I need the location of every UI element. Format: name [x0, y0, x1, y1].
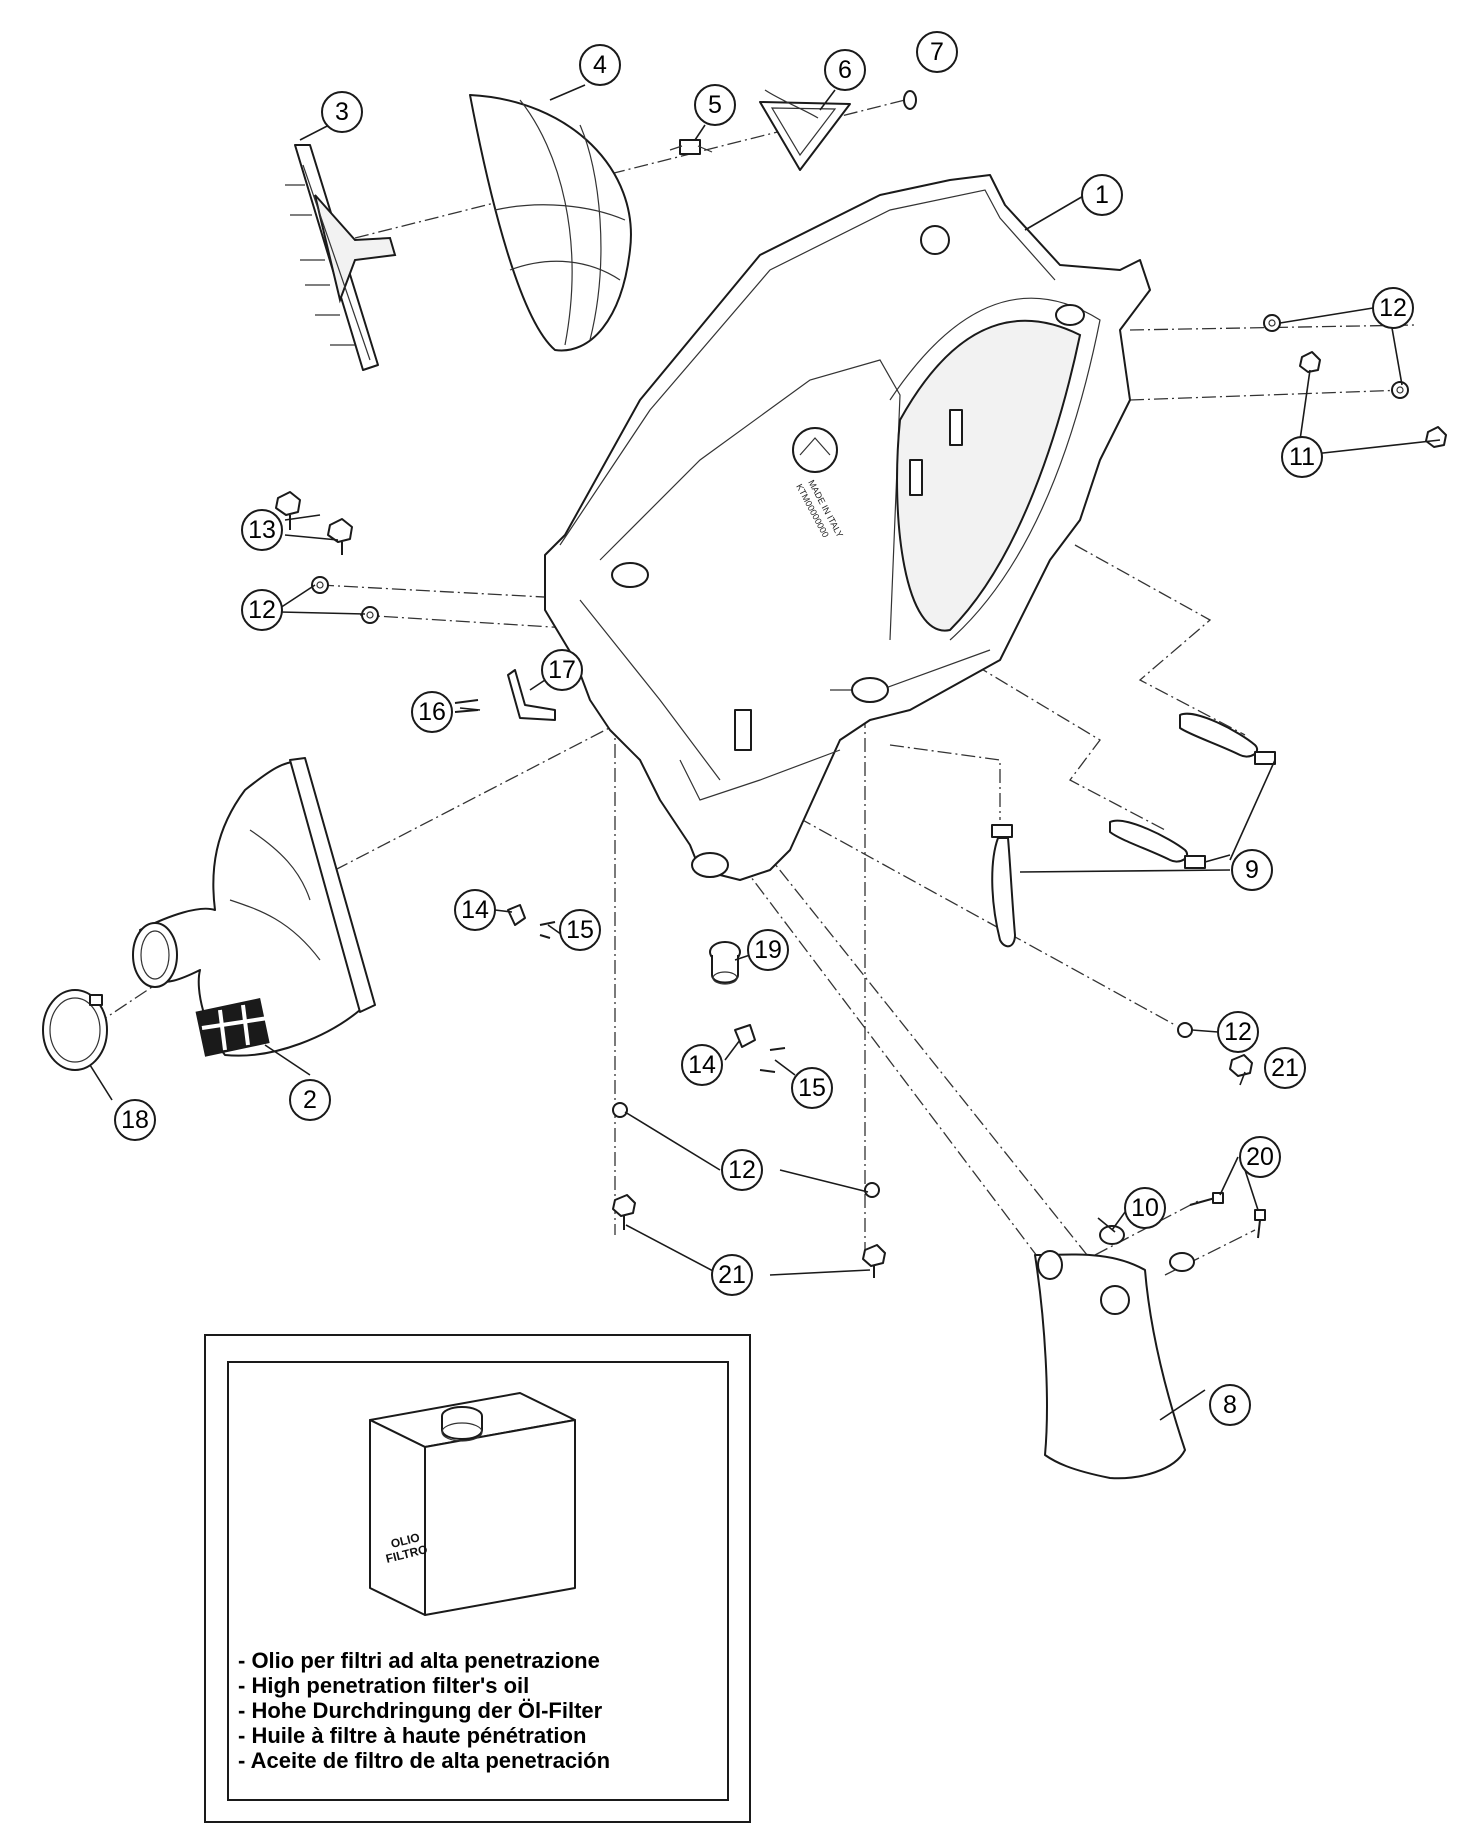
callout-18: 18 [114, 1099, 156, 1141]
callout-17: 17 [541, 649, 583, 691]
leader-lines [89, 84, 1441, 1421]
callout-12-left-label: 12 [248, 596, 276, 624]
callout-8-label: 8 [1223, 1391, 1237, 1419]
callout-13: 13 [241, 509, 283, 551]
callout-3-label: 3 [335, 98, 349, 126]
small-washer [903, 90, 917, 110]
callout-19: 19 [747, 929, 789, 971]
callout-20-label: 20 [1246, 1143, 1274, 1171]
legend-line-fr: - Huile à filtre à haute pénétration [238, 1723, 586, 1748]
callout-15-upper: 15 [559, 909, 601, 951]
callout-16-label: 16 [418, 698, 446, 726]
oil-can-illustration: OLIO FILTRO [369, 1392, 576, 1616]
oil-legend-text: - Olio per filtri ad alta penetrazione -… [238, 1648, 610, 1773]
callout-1: 1 [1081, 174, 1123, 216]
callout-17-label: 17 [548, 656, 576, 684]
small-clips-16-17 [454, 669, 556, 721]
callouts: 1 2 3 4 5 6 7 8 9 10 11 12 13 12 17 16 1… [114, 31, 1414, 1426]
brackets-14-15 [507, 904, 786, 1073]
callout-15-upper-label: 15 [566, 916, 594, 944]
callout-9-label: 9 [1245, 856, 1259, 884]
callout-2: 2 [289, 1079, 331, 1121]
oil-can-label-line1: OLIO [389, 1530, 421, 1551]
callout-12-lower-right-label: 12 [1224, 1018, 1252, 1046]
callout-11: 11 [1281, 436, 1323, 478]
callout-12-left: 12 [241, 589, 283, 631]
foam-filter [469, 94, 632, 352]
callout-19-label: 19 [754, 936, 782, 964]
legend-line-it: - Olio per filtri ad alta penetrazione [238, 1648, 600, 1673]
callout-6-label: 6 [838, 56, 852, 84]
callout-12-lower-right: 12 [1217, 1011, 1259, 1053]
callout-13-label: 13 [248, 516, 276, 544]
callout-1-label: 1 [1095, 181, 1109, 209]
hose-clamp [42, 989, 108, 1071]
callout-4: 4 [579, 44, 621, 86]
callout-15-lower-label: 15 [798, 1074, 826, 1102]
oil-legend-box: OLIO FILTRO - Olio per filtri ad alta pe… [204, 1334, 751, 1823]
side-cover [1034, 1225, 1195, 1480]
intake-boot [132, 757, 376, 1057]
callout-21-right-label: 21 [1271, 1054, 1299, 1082]
callout-14-lower: 14 [681, 1044, 723, 1086]
triangle-hook [759, 89, 851, 171]
callout-7: 7 [916, 31, 958, 73]
callout-9: 9 [1231, 849, 1273, 891]
callout-15-lower: 15 [791, 1067, 833, 1109]
callout-5: 5 [694, 84, 736, 126]
lower-bolts [612, 1022, 1266, 1278]
callout-18-label: 18 [121, 1106, 149, 1134]
left-bolts [275, 491, 379, 624]
callout-2-label: 2 [303, 1086, 317, 1114]
callout-11-label: 11 [1289, 443, 1315, 471]
callout-14-upper: 14 [454, 889, 496, 931]
filter-clip [669, 139, 713, 155]
callout-10: 10 [1124, 1187, 1166, 1229]
callout-16: 16 [411, 691, 453, 733]
airbox-housing: MADE IN ITALY KTM00000000 [544, 174, 1151, 881]
callout-10-label: 10 [1131, 1194, 1159, 1222]
right-bolts [1263, 314, 1447, 448]
callout-14-lower-label: 14 [688, 1051, 716, 1079]
drain-plugs [991, 712, 1276, 948]
callout-20: 20 [1239, 1136, 1281, 1178]
callout-8: 8 [1209, 1384, 1251, 1426]
legend-line-es: - Aceite de filtro de alta penetración [238, 1748, 610, 1773]
callout-3: 3 [321, 91, 363, 133]
callout-5-label: 5 [708, 91, 722, 119]
callout-12-right: 12 [1372, 287, 1414, 329]
callout-12-right-label: 12 [1379, 294, 1407, 322]
callout-14-upper-label: 14 [461, 896, 489, 924]
legend-line-en: - High penetration filter's oil [238, 1673, 529, 1698]
legend-line-de: - Hohe Durchdringung der Öl-Filter [238, 1698, 603, 1723]
callout-6: 6 [824, 49, 866, 91]
callout-4-label: 4 [593, 51, 607, 79]
grommet [709, 941, 741, 985]
callout-21-bottom-label: 21 [718, 1261, 746, 1289]
callout-21-right: 21 [1264, 1047, 1306, 1089]
callout-21-bottom: 21 [711, 1254, 753, 1296]
callout-12-bottom: 12 [721, 1149, 763, 1191]
callout-12-bottom-label: 12 [728, 1156, 756, 1184]
callout-7-label: 7 [930, 38, 944, 66]
filter-cage [285, 144, 397, 371]
